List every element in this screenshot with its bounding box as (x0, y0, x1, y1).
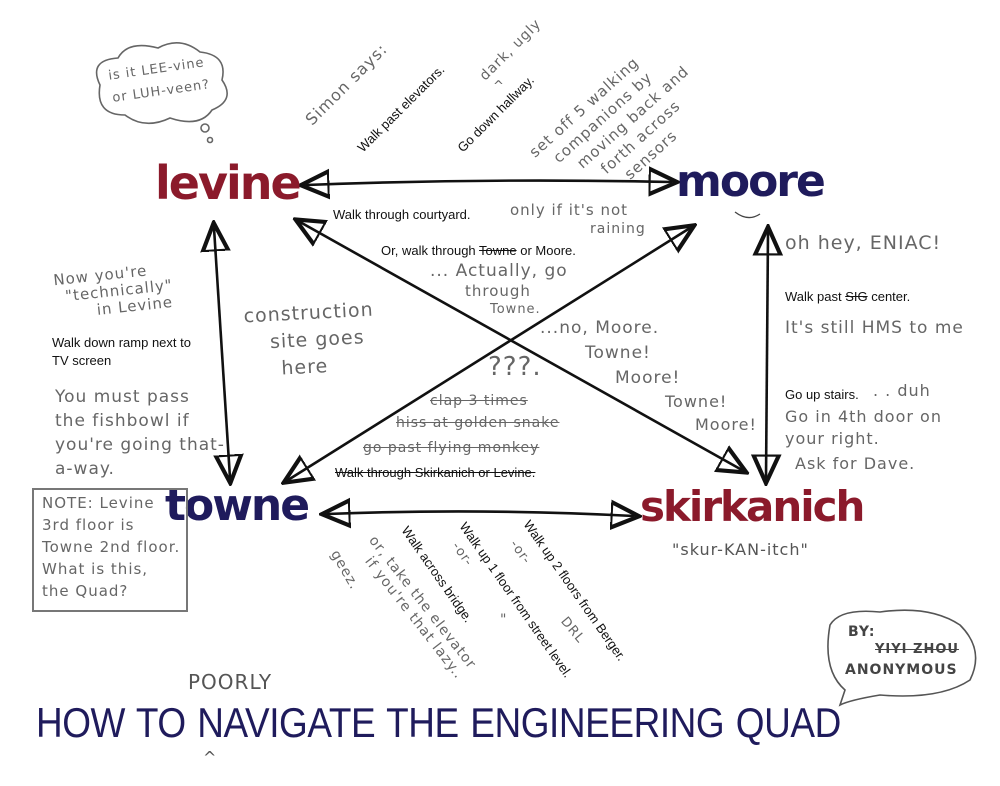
eniac-note: oh hey, ENIAC! (785, 232, 942, 254)
door-line: Go in 4th door on (785, 407, 942, 426)
note-box (32, 488, 188, 612)
byline-by: BY: (848, 624, 876, 640)
or-walk-suffix: or Moore. (516, 243, 576, 258)
arrow-towne-moore (288, 228, 690, 480)
page-title: HOW TO NAVIGATE THE ENGINEERING QUAD (36, 699, 841, 746)
note-text: NOTE: Levine 3rd floor is Towne 2nd floo… (42, 492, 180, 602)
note-line: Towne 2nd floor. (42, 538, 181, 556)
struck-sig: SIG (845, 289, 868, 304)
walk-through-courtyard: Walk through courtyard. (333, 207, 471, 222)
or-walk-through: Or, walk through Towne or Moore. (381, 243, 576, 258)
walk-down-ramp: Walk down ramp next to TV screen (52, 334, 191, 370)
arrow-moore-skirkanich (766, 232, 768, 478)
or-walk-prefix: Or, walk through (381, 243, 480, 258)
walk-past-sig: Walk past SIG center. (785, 289, 910, 304)
node-moore: moore (676, 156, 826, 207)
arrow-levine-moore (306, 181, 672, 185)
not-raining-1: only if it's not (510, 201, 629, 219)
sig-prefix: Walk past (785, 289, 846, 304)
note-line: the Quad? (42, 582, 129, 600)
construction-note: construction site goes here (243, 297, 377, 385)
struck-clap: clap 3 times (430, 393, 528, 409)
actually-3: Towne. (490, 302, 541, 317)
ramp-line: TV screen (52, 353, 112, 368)
title-insert-poorly: POORLY (188, 670, 273, 694)
question-marks: ???. (488, 352, 542, 382)
actually-2: through (465, 282, 531, 300)
node-skirkanich: skirkanich (640, 482, 865, 531)
arrow-towne-skirkanich (327, 511, 634, 516)
ramp-line: Walk down ramp next to (52, 335, 191, 350)
fishbowl-line: You must pass (55, 387, 190, 407)
skirkanich-pronunciation: "skur-KAN-itch" (672, 540, 809, 559)
insert-caret: ^ (493, 79, 505, 94)
note-line: NOTE: Levine (42, 494, 155, 512)
struck-walk-skirkanich: Walk through Skirkanich or Levine. (335, 465, 536, 480)
door-line: your right. (785, 429, 880, 448)
door-note: Go in 4th door on your right. (785, 406, 942, 450)
argument-3: Moore! (615, 368, 681, 388)
struck-towne: Towne (479, 243, 517, 258)
moore-underline (734, 211, 761, 219)
node-levine: levine (155, 156, 302, 210)
duh-note: . . duh (873, 381, 931, 400)
node-towne: towne (165, 480, 310, 531)
ditto-mark: " (500, 612, 508, 628)
actually-1: ... Actually, go (430, 261, 568, 281)
fishbowl-line: a-way. (55, 459, 115, 479)
argument-5: Moore! (695, 415, 757, 434)
byline-anonymous: ANONYMOUS (845, 662, 958, 678)
go-up-stairs: Go up stairs. (785, 387, 859, 402)
fishbowl-note: You must pass the fishbowl if you're goi… (55, 385, 225, 481)
argument-4: Towne! (665, 392, 728, 411)
sig-suffix: center. (867, 289, 911, 304)
arrow-levine-towne (214, 228, 230, 478)
struck-monkey: go past flying monkey (363, 440, 540, 456)
argument-1: ...no, Moore. (540, 318, 660, 338)
hms-note: It's still HMS to me (785, 318, 964, 338)
byline-struck-name: YIYI ZHOU (875, 642, 959, 657)
not-raining-2: raining (590, 221, 646, 237)
note-line: What is this, (42, 560, 149, 578)
fishbowl-line: you're going that- (55, 435, 225, 455)
dave-note: Ask for Dave. (795, 454, 916, 473)
byline-bubble (827, 609, 977, 707)
argument-2: Towne! (585, 343, 651, 363)
struck-hiss: hiss at golden snake (396, 415, 560, 431)
thought-cloud (95, 42, 228, 144)
title-caret: ^ (203, 748, 218, 767)
fishbowl-line: the fishbowl if (55, 411, 190, 431)
note-line: 3rd floor is (42, 516, 135, 534)
